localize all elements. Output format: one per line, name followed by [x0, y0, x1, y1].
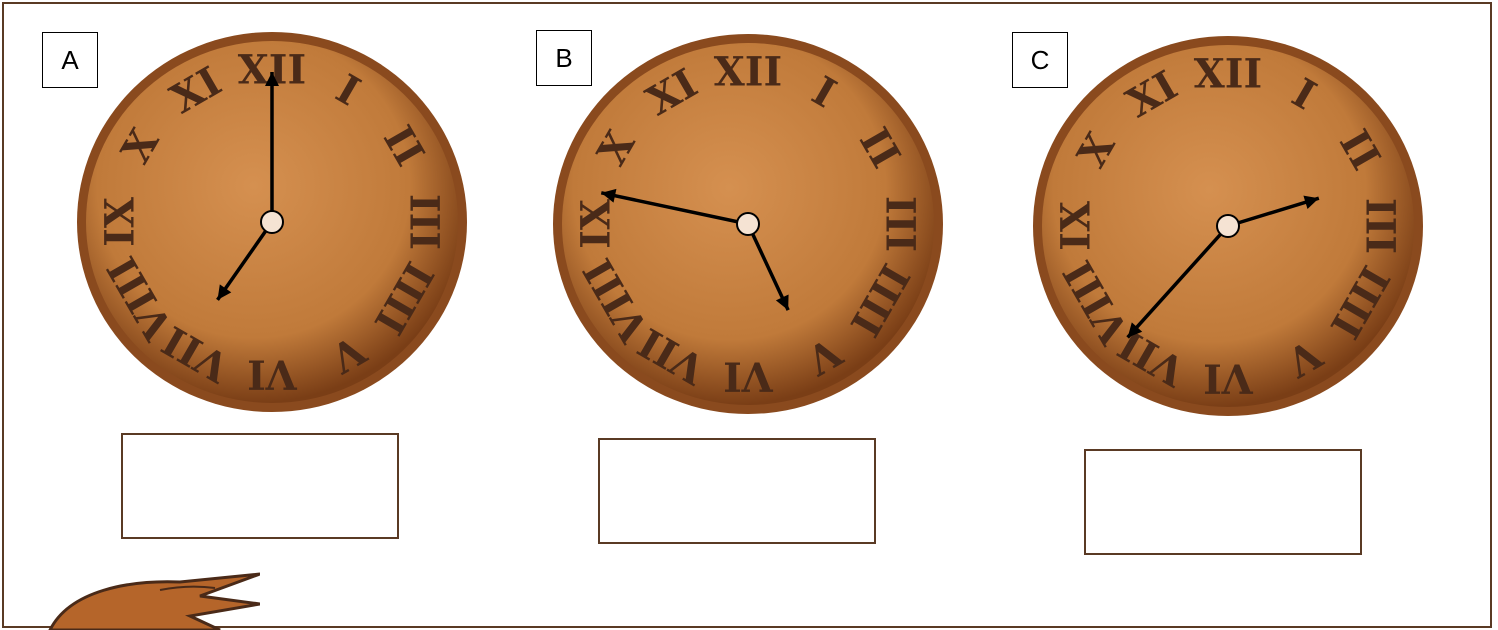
clock-numeral: XII — [714, 49, 782, 96]
clock-numeral: III — [877, 196, 924, 252]
answer-box-b[interactable] — [598, 438, 876, 544]
clock-numeral: XII — [1194, 51, 1262, 98]
clock-numeral: VI — [1203, 355, 1254, 402]
answer-box-c[interactable] — [1084, 449, 1362, 555]
clock-numeral: III — [1357, 198, 1404, 254]
clock-center-pin — [1217, 215, 1239, 237]
clock-numeral: VI — [723, 353, 774, 400]
clock-center-pin — [737, 213, 759, 235]
clock-numeral: IX — [573, 199, 620, 249]
clock-numeral: IX — [1053, 201, 1100, 251]
squirrel-mascot-icon — [30, 560, 260, 630]
